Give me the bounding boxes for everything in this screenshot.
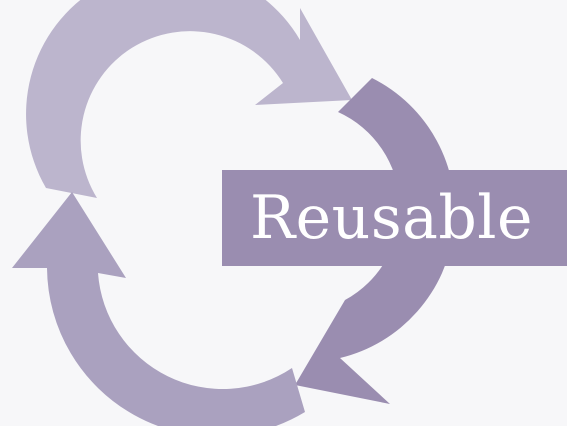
reusable-label-box: Reusable (222, 170, 567, 266)
cycle-arrow-right (295, 78, 455, 404)
cycle-arrow-top (26, 0, 352, 198)
reusable-label: Reusable (250, 183, 533, 253)
cycle-arrow-bottom-left (12, 192, 305, 426)
